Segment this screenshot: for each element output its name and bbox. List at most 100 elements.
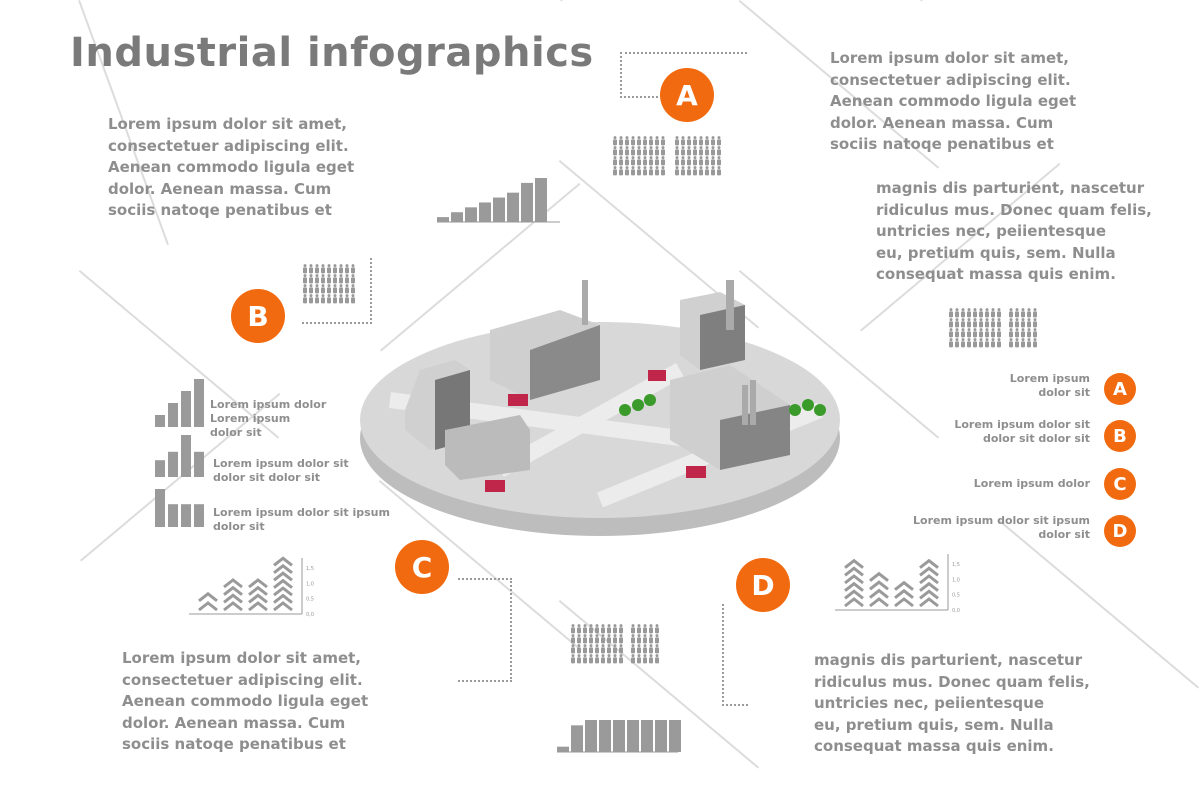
right-mid-text: magnis dis parturient, nascetur ridiculu… xyxy=(876,179,1152,283)
chart-chevron-mark xyxy=(844,589,864,600)
chart-bar xyxy=(181,435,191,477)
chart-tick-label: 0,0 xyxy=(952,608,960,614)
legend-label: Lorem ipsum dolor sit ipsum dolor sit xyxy=(913,514,1090,541)
chart-bar xyxy=(155,489,165,527)
chart-bar xyxy=(155,460,165,477)
chart-bar xyxy=(585,720,597,752)
factory-building xyxy=(490,280,600,400)
chart-chevron-mark xyxy=(844,566,864,577)
chart-bar xyxy=(168,504,178,527)
chart-chevron-mark xyxy=(223,578,243,589)
people-group-icon xyxy=(302,264,356,304)
chart-bar xyxy=(557,746,569,752)
chart-chevron-mark xyxy=(844,597,864,608)
marker-b: B xyxy=(231,289,285,343)
chart-chevron-mark xyxy=(223,593,243,604)
chart-chevron-mark xyxy=(198,591,218,602)
chart-bar xyxy=(669,720,681,752)
people-group-icon xyxy=(948,308,1002,348)
chart-bar xyxy=(613,720,625,752)
chart-chevron-mark xyxy=(894,580,914,591)
legend-marker: B xyxy=(1104,420,1136,452)
chart-chevron-mark xyxy=(248,578,268,589)
chart-chevron-mark xyxy=(248,585,268,596)
legend-label: Lorem ipsum dolor sit dolor sit dolor si… xyxy=(954,418,1090,445)
mini-bar-label: Lorem ipsum dolor sit dolor sit dolor si… xyxy=(213,457,349,484)
chart-bar xyxy=(507,192,519,222)
chart-bar xyxy=(465,207,477,222)
connector-a xyxy=(620,52,747,98)
chart-chevron-mark xyxy=(273,601,293,612)
chart-chevron-mark xyxy=(273,563,293,574)
chart-chevron-mark xyxy=(894,588,914,600)
page-title: Industrial infographics xyxy=(70,30,594,76)
chart-bar xyxy=(155,415,165,427)
chart-tick-label: 0,5 xyxy=(952,593,960,599)
people-group-icon xyxy=(674,136,722,176)
top-left-text: Lorem ipsum dolor sit amet, consectetuer… xyxy=(108,115,355,219)
chart-tick-label: 0,5 xyxy=(306,597,314,603)
legend-marker: A xyxy=(1104,373,1136,405)
chart-chevron-mark xyxy=(198,601,218,612)
chart-tick-label: 1,0 xyxy=(306,581,314,587)
people-group-icon xyxy=(570,624,624,664)
chart-bar xyxy=(194,504,204,527)
chart-bar xyxy=(181,504,191,527)
legend-label: Lorem ipsum dolor sit xyxy=(1009,372,1090,399)
chart-chevron-mark xyxy=(844,558,864,569)
chart-chevron-mark xyxy=(273,556,293,567)
chart-bar xyxy=(571,725,583,752)
chart-chevron-mark xyxy=(919,574,939,585)
right-factory xyxy=(670,365,790,470)
chart-chevron-mark xyxy=(919,558,939,569)
chart-tick-label: 1,5 xyxy=(306,566,314,572)
chart-bar xyxy=(451,212,463,222)
people-group-icon xyxy=(1008,308,1038,348)
chart-chevron-mark xyxy=(273,593,293,604)
legend-marker: D xyxy=(1104,515,1136,547)
connector-d xyxy=(722,604,748,706)
bottom-right-text: magnis dis parturient, nascetur ridiculu… xyxy=(814,651,1090,755)
marker-c: C xyxy=(395,540,449,594)
chart-tick-label: 1,5 xyxy=(952,562,960,568)
people-group-icon xyxy=(630,624,660,664)
chart-chevron-mark xyxy=(919,589,939,600)
chart-chevron-mark xyxy=(248,593,268,604)
connector-c xyxy=(458,578,512,682)
chart-chevron-mark xyxy=(894,597,914,608)
chart-chevron-mark xyxy=(223,585,243,596)
chart-chevron-mark xyxy=(248,601,268,612)
mini-bar-label: Lorem ipsum dolor Lorem ipsum dolor sit xyxy=(210,398,327,439)
chart-chevron-mark xyxy=(919,566,939,577)
chart-chevron-mark xyxy=(919,581,939,592)
top-right-text: Lorem ipsum dolor sit amet, consectetuer… xyxy=(830,49,1077,153)
chart-bar xyxy=(599,720,611,752)
chart-chevron-mark xyxy=(869,580,889,591)
chart-tick-label: 0,0 xyxy=(306,612,314,618)
chart-chevron-mark xyxy=(869,571,889,582)
connector-a-tail xyxy=(620,96,658,98)
chart-tick-label: 1,0 xyxy=(952,577,960,583)
legend-label: Lorem ipsum dolor xyxy=(973,477,1090,490)
office-building xyxy=(680,280,745,370)
people-group-icon xyxy=(612,136,666,176)
chart-chevron-mark xyxy=(844,581,864,592)
chart-bar xyxy=(194,451,204,477)
chart-bar xyxy=(194,379,204,427)
chart-bar xyxy=(641,720,653,752)
chart-chevron-mark xyxy=(869,588,889,599)
trucks xyxy=(485,370,706,492)
chart-chevron-mark xyxy=(919,597,939,608)
chart-chevron-mark xyxy=(844,574,864,585)
connector-b xyxy=(302,258,372,324)
chart-bar xyxy=(627,720,639,752)
trees xyxy=(619,394,826,416)
isometric-city-illustration xyxy=(360,280,840,536)
chart-bar xyxy=(437,217,449,222)
chart-bar xyxy=(655,720,667,752)
chart-bar xyxy=(181,391,191,427)
chart-chevron-mark xyxy=(273,586,293,597)
chart-bar xyxy=(168,451,178,477)
marker-d: D xyxy=(736,558,790,612)
